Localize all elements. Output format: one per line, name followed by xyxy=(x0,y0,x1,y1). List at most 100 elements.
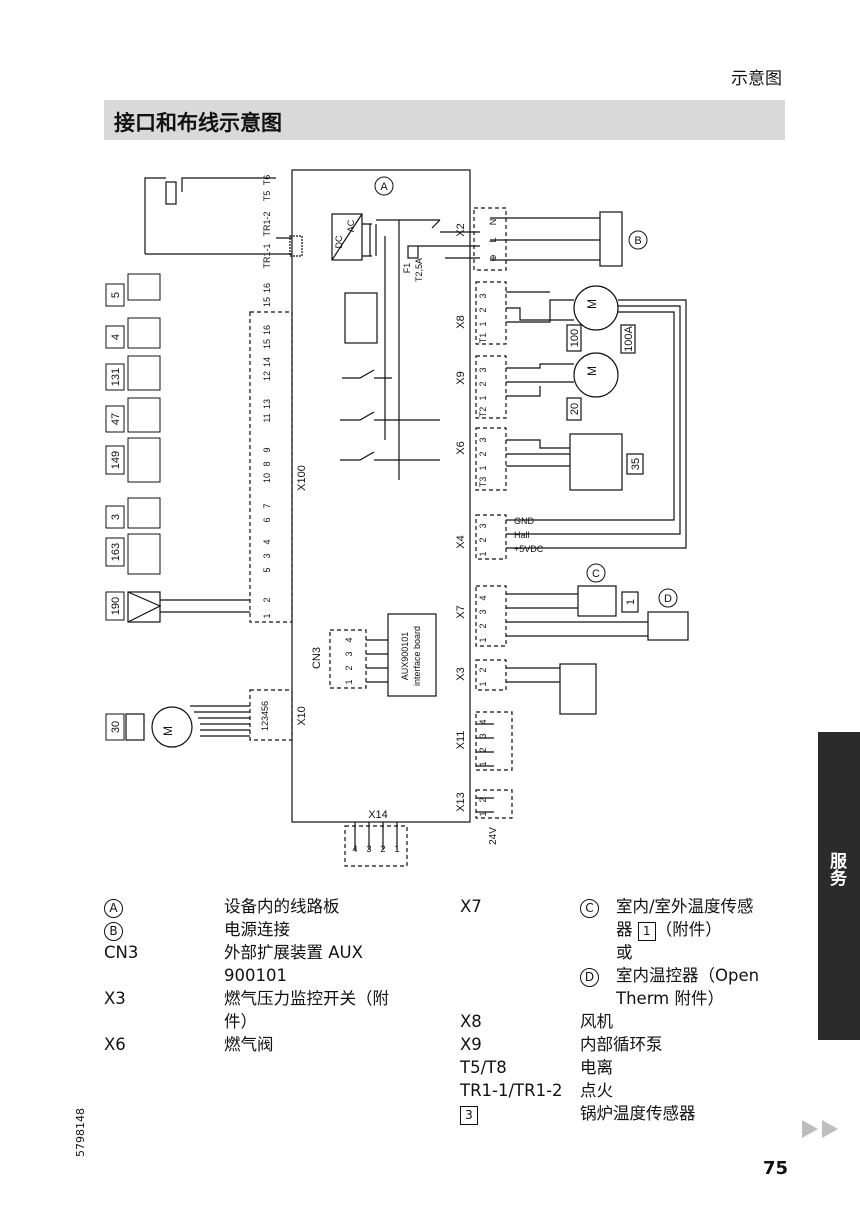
legend-text-b: 电源连接 xyxy=(224,920,290,939)
comp-47: 47 xyxy=(110,413,122,425)
comp-30-box xyxy=(105,713,125,741)
sensor-box xyxy=(127,397,161,433)
comp-3: 3 xyxy=(110,514,122,520)
comp-1: 1 xyxy=(625,599,637,605)
connector-x4: X4 xyxy=(455,535,467,548)
x6-pin: T3 xyxy=(478,477,488,488)
x4-signal: +5VDC xyxy=(514,544,544,554)
x6-pin: 3 xyxy=(478,437,488,442)
sensor-box xyxy=(127,497,161,529)
comp-131: 131 xyxy=(110,368,122,386)
x4-pin: 2 xyxy=(478,537,488,542)
left-pin-label: TR1-2 xyxy=(262,211,272,236)
connector-x14: X14 xyxy=(368,809,388,821)
legend-right: X7 C 室内/室外温度传感 器 1（附件） 或 D 室内温控器（Open Th… xyxy=(460,895,800,1125)
left-pin-label: 4 xyxy=(262,539,272,544)
title-bar: 接口和布线示意图 xyxy=(104,100,785,140)
legend-text-x6: 燃气阀 xyxy=(224,1035,274,1054)
x4-signal: Hall xyxy=(514,530,530,540)
left-pin-label: 5 xyxy=(262,567,272,572)
left-pin-label: 16 xyxy=(262,283,272,293)
legend-text-cn3-2: 900101 xyxy=(224,966,287,985)
sensor-box xyxy=(127,533,161,575)
comp-163: 163 xyxy=(110,543,122,561)
x2-pin: N xyxy=(488,219,498,226)
legend-key-b: B xyxy=(104,922,123,941)
left-pin-label: 3 xyxy=(262,553,272,558)
comp-131-box xyxy=(105,363,125,391)
left-pin-label: 11 xyxy=(262,413,272,422)
x14-pin: 2 xyxy=(380,844,385,854)
x8-pin: 1 xyxy=(478,321,488,326)
side-tab: 服务 xyxy=(818,732,860,1040)
sensor-box xyxy=(127,273,161,301)
connector-x8: X8 xyxy=(455,315,467,328)
x11-pin: 1 xyxy=(478,761,488,766)
left-pin-label: 9 xyxy=(262,447,272,452)
x14-pin: 1 xyxy=(394,844,399,854)
x7-pin: 1 xyxy=(478,637,488,642)
x14-pin: 4 xyxy=(352,844,357,854)
connector-cn3: CN3 xyxy=(311,647,323,669)
x11-pin: 3 xyxy=(478,733,488,738)
x9-pin: T2 xyxy=(478,407,488,418)
left-pin-label: T5 xyxy=(262,191,272,202)
cn3-pin: 1 xyxy=(344,679,354,684)
comp-4: 4 xyxy=(110,334,122,340)
x4-pin: 3 xyxy=(478,523,488,528)
page-number: 75 xyxy=(763,1158,789,1179)
connector-x3: X3 xyxy=(455,667,467,680)
x11-pin: 2 xyxy=(478,747,488,752)
comp-30: 30 xyxy=(110,721,122,733)
x8-pin: 3 xyxy=(478,293,488,298)
comp-100a-box xyxy=(620,324,636,354)
left-pin-label: 8 xyxy=(262,461,272,466)
comp-4-box xyxy=(105,325,125,349)
x6-pin: 2 xyxy=(478,451,488,456)
connector-x100: X100 xyxy=(296,465,308,491)
comp-47-box xyxy=(105,405,125,433)
legend-key-c: C xyxy=(580,899,599,918)
comp-20-box xyxy=(566,397,582,421)
comp-100-box xyxy=(566,324,582,352)
legend-text-x3-2: 件） xyxy=(224,1012,257,1031)
connector-x7: X7 xyxy=(455,605,467,618)
motor-30-label: M xyxy=(161,726,175,736)
comp-20: 20 xyxy=(569,403,581,415)
cn3-pin: 4 xyxy=(344,637,354,642)
left-pin-label: 14 xyxy=(262,357,272,367)
legend-text-c2b: （附件） xyxy=(655,920,722,939)
comp-163-box xyxy=(105,537,125,567)
comp-1-box xyxy=(621,591,639,613)
dc-label: DC xyxy=(334,235,344,248)
left-pin-label: 6 xyxy=(262,517,272,522)
legend-text-x9: 内部循环泵 xyxy=(580,1035,663,1054)
legend-text-d2: Therm 附件） xyxy=(616,989,724,1008)
legend-text-t5t8: 电离 xyxy=(580,1058,613,1077)
comp-149: 149 xyxy=(110,451,122,469)
left-pin-label: T6 xyxy=(262,175,272,186)
legend-left: A 设备内的线路板 B 电源连接 CN3 外部扩展装置 AUX 900101 X… xyxy=(104,895,434,1075)
left-pin-label: 10 xyxy=(262,473,272,483)
connector-x10: X10 xyxy=(296,706,308,726)
legend-key-t5t8: T5/T8 xyxy=(460,1058,507,1077)
left-pin-label: 13 xyxy=(262,399,272,409)
comp-3-box xyxy=(105,505,125,529)
legend-text-a: 设备内的线路板 xyxy=(224,897,340,916)
x14-pin: 3 xyxy=(366,844,371,854)
label-a-circle xyxy=(374,176,394,196)
legend-box-1: 1 xyxy=(637,922,656,941)
comp-5-box xyxy=(105,283,125,307)
label-d-circle xyxy=(658,588,678,608)
legend-key-a: A xyxy=(104,899,123,918)
label-c-circle xyxy=(586,563,606,583)
connector-x2: X2 xyxy=(455,223,467,236)
fuse-name: F1 xyxy=(402,263,412,274)
legend-key-x9: X9 xyxy=(460,1035,482,1054)
legend-key-d: D xyxy=(580,968,599,987)
label-b-circle xyxy=(628,230,648,250)
legend-key-tr: TR1-1/TR1-2 xyxy=(460,1081,563,1100)
legend-text-x3: 燃气压力监控开关（附 xyxy=(224,989,389,1008)
x9-pin: 3 xyxy=(478,367,488,372)
